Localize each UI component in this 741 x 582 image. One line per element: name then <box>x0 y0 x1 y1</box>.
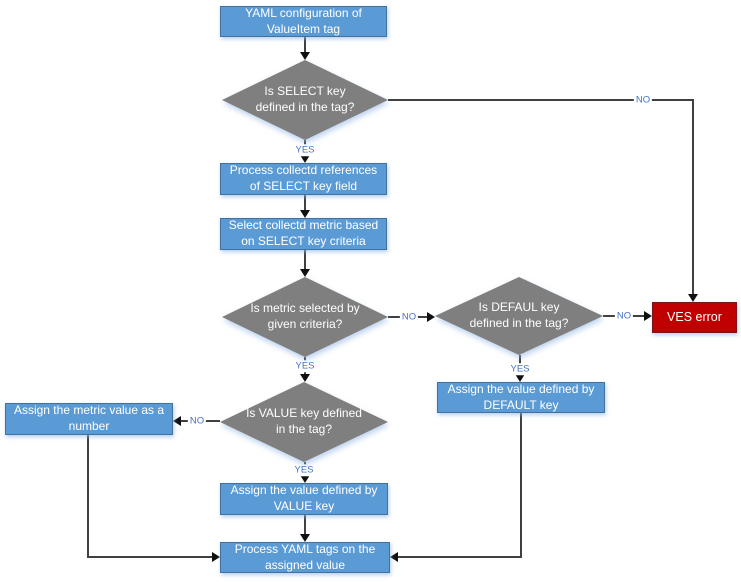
node-assign-default: Assign the value defined by DEFAULT key <box>437 382 605 413</box>
node-label: Process collectd references of SELECT ke… <box>229 163 378 193</box>
node-ves-error: VES error <box>652 302 737 333</box>
edge-assign-metric-horizontal <box>87 556 212 558</box>
decision-is-metric-selected: Is metric selected by given criteria? <box>222 277 388 357</box>
node-label: Process YAML tags on the assigned value <box>234 541 376 572</box>
edge-select-no-horizontal <box>388 99 693 101</box>
edge-label-no: NO <box>633 94 653 106</box>
decision-is-default-key: Is DEFAUL key defined in the tag? <box>435 277 603 355</box>
arrowhead-right-icon <box>427 312 435 322</box>
arrowhead-down-icon <box>300 534 310 542</box>
arrowhead-down-icon <box>300 269 310 277</box>
arrowhead-down-icon <box>300 155 310 163</box>
arrowhead-right-icon <box>212 552 220 562</box>
edge-assign-default-vertical <box>520 413 522 558</box>
arrowhead-down-icon <box>515 374 525 382</box>
edge-label-yes: YES <box>508 363 532 375</box>
edge-label-no: NO <box>187 415 207 427</box>
edge-assign-value-to-process-tags <box>304 515 306 535</box>
arrowhead-down-icon <box>300 52 310 60</box>
edge-assign-default-horizontal <box>398 556 522 558</box>
edge-select-metric-to-metric-decision <box>304 250 306 270</box>
edge-select-no-vertical <box>692 99 694 295</box>
edge-assign-metric-vertical <box>87 435 89 558</box>
node-label: Is metric selected by given criteria? <box>250 301 360 331</box>
node-label: Select collectd metric based on SELECT k… <box>228 218 379 248</box>
arrowhead-down-icon <box>300 475 310 483</box>
diamond-shape: Is VALUE key defined in the tag? <box>220 382 388 462</box>
edge-label-yes: YES <box>293 144 317 156</box>
node-label: Is VALUE key defined in the tag? <box>246 406 362 436</box>
edge-label-yes: YES <box>293 360 317 372</box>
node-process-references: Process collectd references of SELECT ke… <box>220 163 387 195</box>
edge-label-no: NO <box>614 310 634 322</box>
node-process-yaml-tags: Process YAML tags on the assigned value <box>220 542 390 573</box>
node-label: Assign the value defined by DEFAULT key <box>447 381 595 412</box>
node-label: Assign the value defined by VALUE key <box>230 483 378 513</box>
arrowhead-down-icon <box>300 374 310 382</box>
decision-is-select-key: Is SELECT key defined in the tag? <box>222 60 388 140</box>
arrowhead-left-icon <box>390 552 398 562</box>
node-assign-value: Assign the value defined by VALUE key <box>220 483 388 515</box>
node-label: Is SELECT key defined in the tag? <box>255 84 355 114</box>
arrowhead-right-icon <box>644 311 652 321</box>
node-label: YAML configuration of ValueItem tag <box>245 5 362 36</box>
edge-label-yes: YES <box>292 464 316 476</box>
arrowhead-left-icon <box>173 416 181 426</box>
edge-label-no: NO <box>399 311 419 323</box>
arrowhead-down-icon <box>300 210 310 218</box>
diamond-shape: Is SELECT key defined in the tag? <box>222 60 388 140</box>
node-label: VES error <box>667 310 722 325</box>
node-assign-metric: Assign the metric value as a number <box>5 403 173 435</box>
diamond-shape: Is DEFAUL key defined in the tag? <box>435 277 603 355</box>
node-label: Is DEFAUL key defined in the tag? <box>469 300 569 330</box>
node-select-metric: Select collectd metric based on SELECT k… <box>220 218 387 250</box>
node-label: Assign the metric value as a number <box>13 403 165 433</box>
decision-is-value-key: Is VALUE key defined in the tag? <box>220 382 388 462</box>
edge-references-to-select-metric <box>304 195 306 210</box>
edge-start-to-select-decision <box>304 37 306 52</box>
node-yaml-config: YAML configuration of ValueItem tag <box>220 6 387 37</box>
arrowhead-down-icon <box>688 294 698 302</box>
diamond-shape: Is metric selected by given criteria? <box>222 277 388 357</box>
